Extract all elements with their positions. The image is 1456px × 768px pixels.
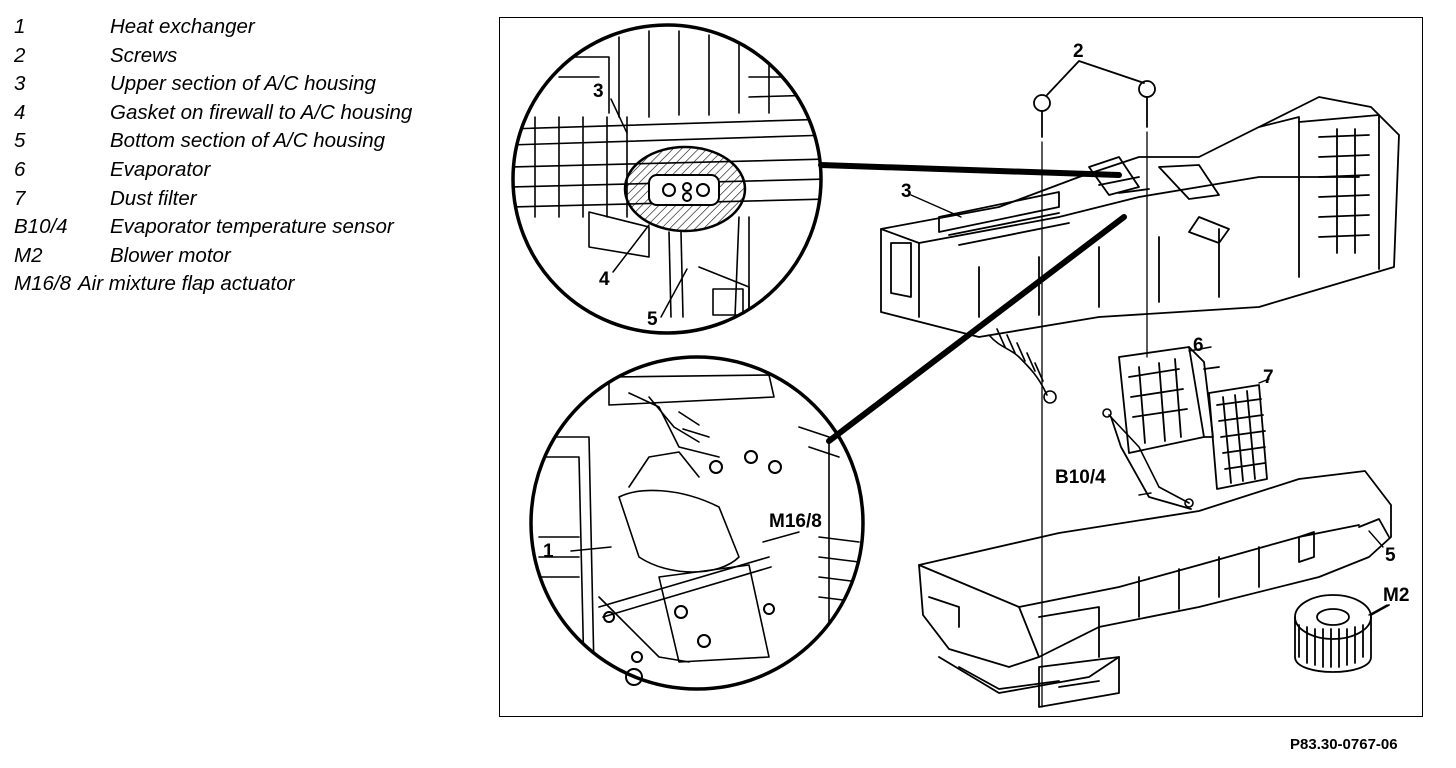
legend-code: 2 — [14, 43, 26, 67]
legend-description: Bottom section of A/C housing — [110, 129, 385, 153]
legend-code: M16/8 — [14, 272, 71, 296]
legend-description: Blower motor — [110, 243, 231, 267]
legend-code: B10/4 — [14, 215, 68, 239]
legend-description: Gasket on firewall to A/C housing — [110, 100, 413, 124]
callout-4-top: 4 — [599, 269, 610, 290]
figure-reference: P83.30-0767-06 — [1290, 736, 1398, 753]
leader-lines — [818, 162, 1127, 444]
legend-description: Upper section of A/C housing — [110, 72, 376, 96]
legend-description: Dust filter — [110, 186, 197, 210]
callout-5-main: 5 — [1385, 545, 1396, 566]
callout-1-bottom: 1 — [543, 541, 554, 562]
callout-2-main: 2 — [1073, 41, 1084, 62]
legend-code: 4 — [14, 100, 26, 124]
diagram-frame — [499, 17, 1423, 717]
heat-exchanger-detail-circle — [529, 355, 865, 691]
legend-description: Air mixture flap actuator — [78, 272, 295, 296]
temperature-sensor — [1102, 408, 1194, 508]
cable-coil — [988, 328, 1057, 404]
callout-6-main: 6 — [1193, 335, 1204, 356]
callout-m2-main: M2 — [1383, 585, 1409, 606]
legend-code: 6 — [14, 157, 26, 181]
callout-m16-8-bottom: M16/8 — [769, 511, 822, 532]
legend-code: 3 — [14, 72, 26, 96]
legend-description: Evaporator — [110, 157, 211, 181]
evaporator — [1110, 346, 1220, 510]
callout-b10-4-main: B10/4 — [1055, 467, 1106, 488]
callout-3-top: 3 — [593, 81, 604, 102]
legend-code: 1 — [14, 15, 26, 38]
blower-motor — [1294, 594, 1390, 673]
screws — [1033, 60, 1156, 708]
bottom-housing — [918, 470, 1392, 708]
legend-description: Screws — [110, 43, 178, 67]
callout-3-main: 3 — [901, 181, 912, 202]
callout-5-top: 5 — [647, 309, 658, 330]
callout-7-main: 7 — [1263, 367, 1274, 388]
callout-pointers — [910, 194, 1388, 616]
legend-code: 7 — [14, 186, 26, 210]
gasket-detail-circle — [511, 23, 823, 335]
legend-description: Evaporator temperature sensor — [110, 215, 394, 239]
upper-housing — [880, 96, 1400, 338]
dust-filter — [1208, 384, 1268, 490]
ac-housing-exploded-diagram: 3 4 5 1 M16/8 2 3 6 7 B10/4 5 M2 — [511, 23, 1409, 708]
legend-code: 5 — [14, 129, 26, 153]
legend-code: M2 — [14, 243, 43, 267]
legend-description: Heat exchanger — [110, 15, 255, 38]
